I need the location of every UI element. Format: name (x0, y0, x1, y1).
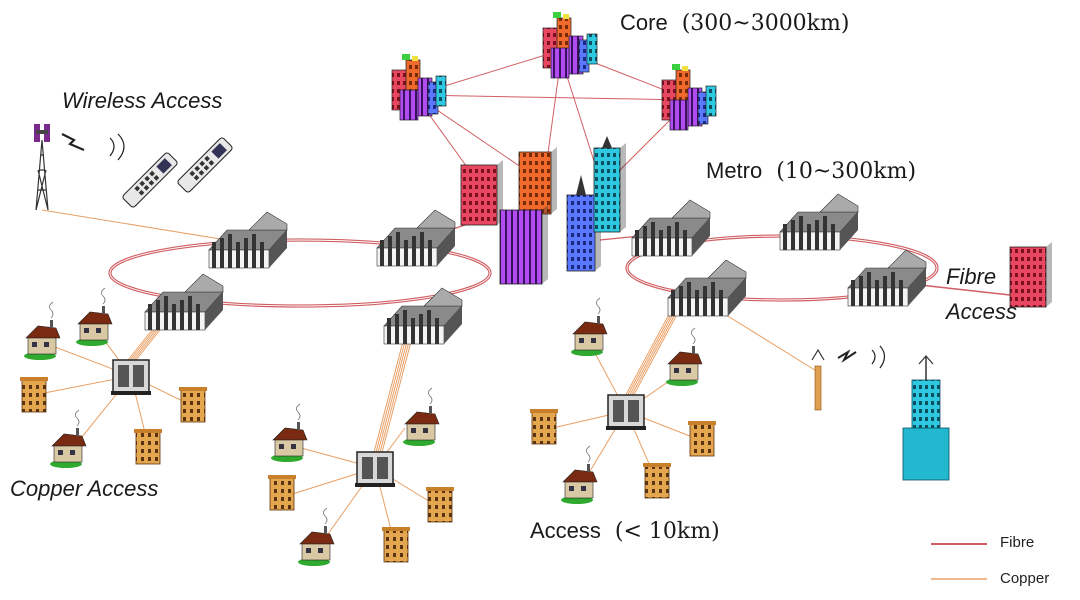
flat-icon (179, 387, 207, 423)
metro-label-range: (10~300km) (776, 159, 917, 184)
flat-icon (268, 475, 296, 511)
core-node-top (542, 12, 598, 79)
house-icon (561, 445, 598, 504)
house-icon (271, 403, 308, 462)
flat-icon (688, 421, 716, 457)
fibre-access-label-line1: Fibre (946, 264, 997, 289)
house-icon (298, 507, 335, 566)
fibre-bundle (377, 329, 413, 461)
exchange-mid (383, 287, 463, 345)
fibre-bundle (379, 329, 415, 461)
core-node-left (391, 54, 447, 121)
copper-link (41, 209, 246, 244)
exchange-right-bottom (667, 259, 747, 317)
access-label-name: Access (530, 518, 601, 543)
house-icon (666, 327, 703, 386)
flat-icon (426, 487, 454, 523)
core-label-name: Core (620, 10, 668, 35)
core-label-range: (300~3000km) (681, 11, 850, 36)
cabinet-left (111, 359, 151, 395)
metro-building-orange (518, 147, 557, 215)
fibre-access-link (919, 284, 1011, 296)
metro-ring-left-core (109, 239, 491, 307)
flat-icon (134, 429, 162, 465)
metro-building-purple (499, 205, 548, 285)
cell-tower-building (902, 355, 950, 481)
core-label: Core (300~3000km) (620, 10, 849, 36)
cabinet-center (355, 451, 395, 487)
house-icon (571, 297, 608, 356)
fibre-bundle (627, 304, 681, 403)
fibre-bundle (375, 329, 411, 461)
flat-icon (643, 463, 671, 499)
metro-building-cyan (593, 136, 626, 233)
legend-swatches (931, 543, 987, 580)
wireless-access-label: Wireless Access (62, 88, 223, 113)
fibre-bundle (621, 304, 675, 403)
legend-fibre-label: Fibre (1000, 534, 1035, 551)
core-link (414, 94, 691, 101)
exchange-right-top (631, 199, 711, 257)
fibre-bundle (629, 304, 683, 403)
fibre-bundle (625, 304, 679, 403)
flat-icon (530, 409, 558, 445)
antenna-icon (811, 345, 886, 411)
flat-icon (382, 527, 410, 563)
exchange-center (376, 209, 456, 267)
exchange-right-mid (847, 249, 927, 307)
house-icon (403, 387, 440, 446)
cabinet-right (606, 394, 646, 430)
fibre-bundle (371, 329, 407, 461)
house-icon (76, 287, 113, 346)
fibre-access-label-line2: Access (946, 299, 1017, 324)
metro-label: Metro (10~300km) (706, 158, 916, 184)
core-node-right (661, 64, 717, 131)
exchange-right-far (779, 193, 859, 251)
phone-icon (122, 152, 178, 208)
access-label: Access (< 10km) (530, 518, 720, 544)
fibre-bundle (623, 304, 677, 403)
access-label-range: (< 10km) (614, 519, 720, 544)
fibre-access-building (1009, 242, 1052, 308)
house-icon (50, 409, 87, 468)
flat-icon (20, 377, 48, 413)
copper-access-label: Copper Access (10, 476, 159, 501)
phone-icon (177, 137, 233, 193)
house-icon (24, 301, 61, 360)
exchange-left-bottom (144, 273, 224, 331)
exchange-left-top (208, 211, 288, 269)
tower-icon (34, 124, 125, 211)
metro-label-name: Metro (706, 158, 763, 183)
legend-copper-label: Copper (1000, 570, 1050, 587)
metro-building-red (460, 160, 503, 226)
fibre-bundle (373, 329, 409, 461)
